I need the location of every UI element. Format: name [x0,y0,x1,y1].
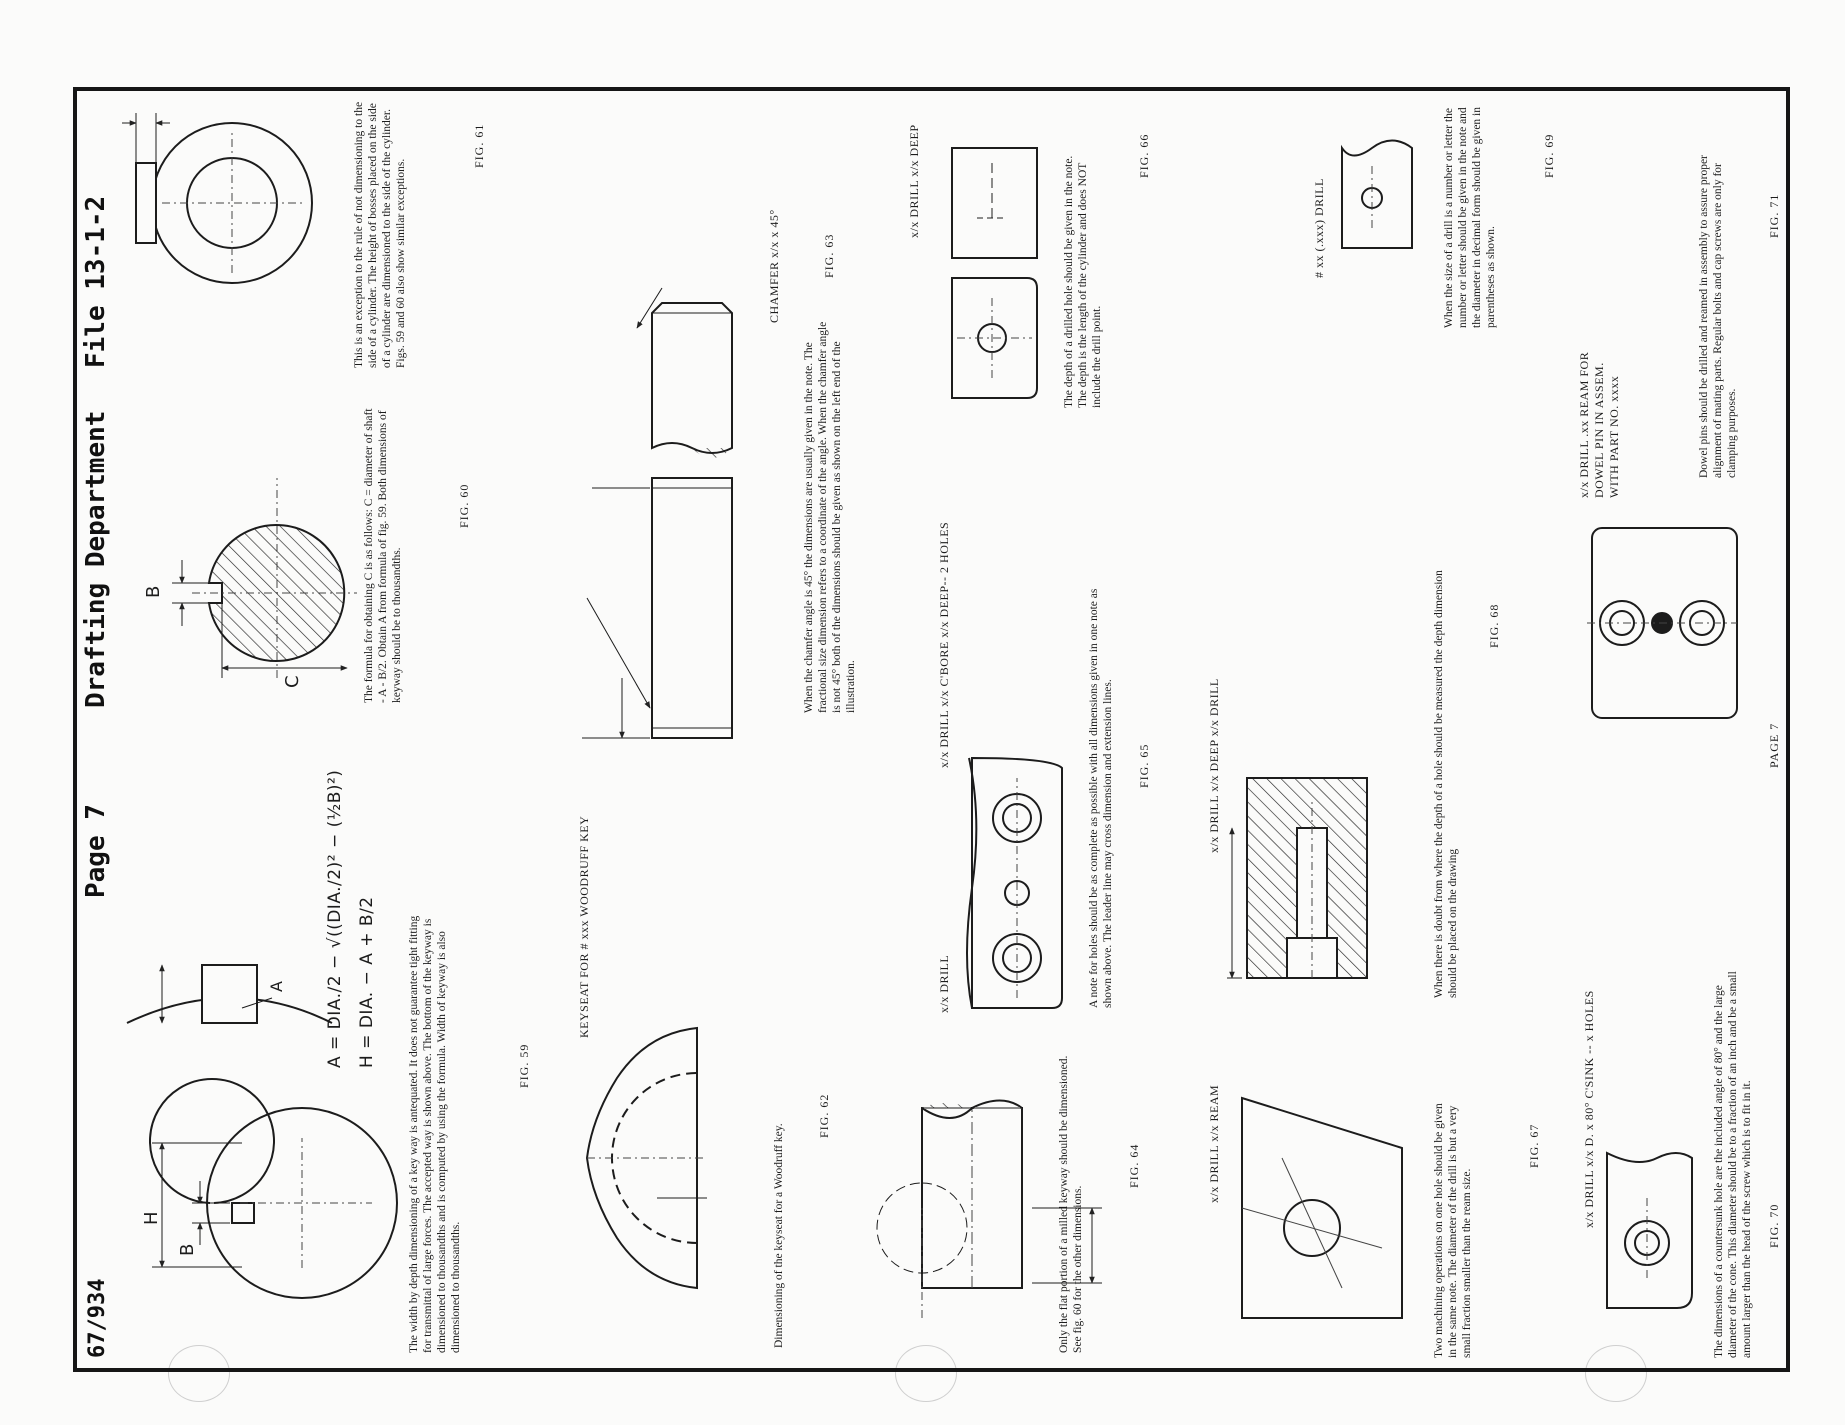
fig67-text: Two machining operations on one hole sho… [1433,1103,1473,1358]
fig62-label: FIG. 62 [817,1093,831,1138]
fig59-formula-h: H = DIA. − A + B/2 [357,896,377,1068]
fig65-drawing [957,728,1077,1018]
fig66-note: x/x DRILL x/x DEEP [907,124,921,238]
fig59-dim-h: H [141,1210,162,1225]
page-frame: 67/934 Page 7 Drafting Department File 1… [73,87,1790,1372]
fig68-text: When there is doubt from where the depth… [1433,570,1459,998]
fig60-text: The formula for obtaining C is as follow… [363,408,403,703]
fig60-drawing [122,448,352,708]
fig69-note: # xx (.xxx) DRILL [1312,178,1326,278]
fig65-note-cbore: x/x DRILL x/x C'BORE x/x DEEP-- 2 HOLES [937,521,951,768]
department-title: Drafting Department [81,410,111,708]
fig69-drawing [1332,98,1432,258]
fig70-note: x/x DRILL x/x D. x 80° C'SINK -- x HOLES [1582,990,1596,1228]
fig64-label: FIG. 64 [1127,1143,1141,1188]
file-number: 67/934 [85,1278,110,1358]
fig65-text: A note for holes should be as complete a… [1088,588,1114,1008]
fig61-label: FIG. 61 [472,123,486,168]
fig66-label: FIG. 66 [1137,133,1151,178]
fig67-label: FIG. 67 [1527,1123,1541,1168]
fig66-text: The depth of a drilled hole should be gi… [1063,155,1103,408]
fig71-note-line1: x/x DRILL .xx REAM FOR [1577,351,1591,498]
fig63-label: FIG. 63 [822,233,836,278]
fig71-drawing [1577,508,1747,728]
fig64-text: Only the flat portion of a milled keyway… [1058,1055,1084,1353]
file-label: File 13-1-2 [81,195,111,368]
binder-hole-right [1585,1345,1647,1402]
fig70-text: The dimensions of a countersunk hole are… [1713,971,1753,1358]
fig71-label: FIG. 71 [1767,193,1781,238]
fig60-label: FIG. 60 [457,483,471,528]
fig61-text: This is an exception to the rule of not … [353,101,407,368]
binder-hole-left [168,1345,230,1402]
fig69-text: When the size of a drill is a number or … [1443,107,1497,328]
fig70-label: FIG. 70 [1767,1203,1781,1248]
fig69-label: FIG. 69 [1542,133,1556,178]
fig71-note-line3: WITH PART NO. xxxx [1607,375,1621,498]
fig59-text: The width by depth dimensioning of a key… [408,915,462,1353]
fig68-label: FIG. 68 [1487,603,1501,648]
page-footer: PAGE 7 [1767,722,1781,768]
fig61-drawing [122,93,342,313]
binder-hole-center [895,1345,957,1402]
fig67-drawing [1222,1078,1422,1348]
fig70-drawing [1597,1088,1707,1318]
fig59-label: FIG. 59 [517,1043,531,1088]
fig71-note-line2: DOWEL PIN IN ASSEM. [1592,362,1606,498]
fig60-dim-b: B [143,585,164,598]
fig63-drawing [582,108,802,748]
fig65-label: FIG. 65 [1137,743,1151,788]
fig65-note-drill: x/x DRILL [937,954,951,1013]
fig62-drawing [577,998,777,1298]
fig67-note: x/x DRILL x/x REAM [1207,1084,1221,1203]
fig59-dim-a: A [267,980,286,992]
fig59-drawing [122,903,402,1353]
fig62-text: Dimensioning of the keyseat for a Woodru… [773,1123,785,1348]
fig63-note: CHAMFER x/x x 45° [767,209,781,323]
fig71-text: Dowel pins should be drilled and reamed … [1698,155,1738,478]
fig59-dim-b: B [177,1243,198,1256]
rotated-sheet: 67/934 Page 7 Drafting Department File 1… [77,91,1786,1368]
page-label: Page 7 [81,804,111,898]
fig60-dim-c: C [282,674,303,688]
fig64-drawing [862,1048,1132,1348]
fig68-drawing [1217,658,1417,998]
fig66-drawing [937,98,1057,408]
fig59-formula-a: A = DIA./2 − √((DIA./2)² − (½B)²) [325,769,345,1068]
fig63-text: When the chamfer angle is 45° the dimens… [803,321,857,713]
